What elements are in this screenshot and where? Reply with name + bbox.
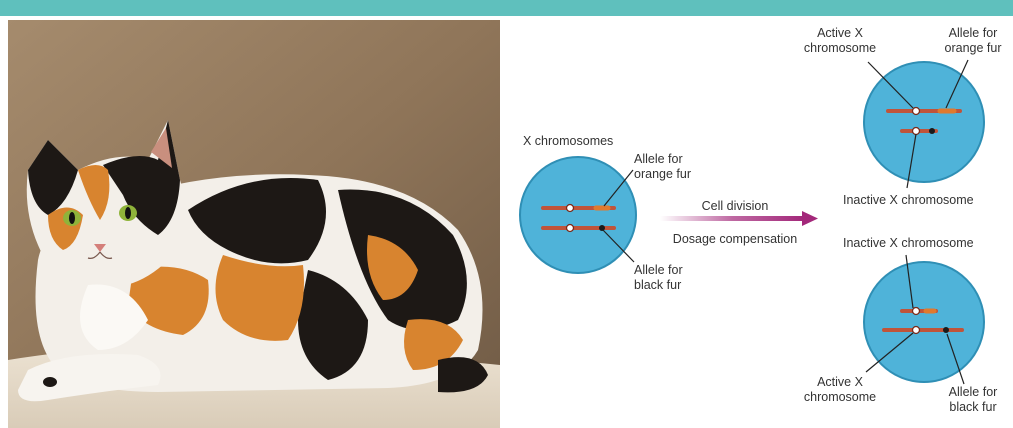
black-allele [943,327,949,333]
black-allele-label: Allele for black fur [634,263,683,293]
daughter-cell-bottom [864,255,984,384]
daughter-cell-bottom-body [864,262,984,382]
black-allele [929,128,935,134]
bottom-inactive-x-label: Inactive X chromosome [843,236,974,251]
centromere [567,225,574,232]
top-orange-allele-label: Allele for orange fur [935,26,1011,56]
bottom-active-x-label: Active X chromosome [800,375,880,405]
centromere [913,128,920,135]
orange-allele-label: Allele for orange fur [634,152,691,182]
top-active-x-label: Active X chromosome [800,26,880,56]
centromere [913,327,920,334]
black-allele [599,225,605,231]
daughter-cell-top-body [864,62,984,182]
daughter-cell-top [864,60,984,188]
centromere [913,308,920,315]
cell-division-label: Cell division [680,199,790,214]
parent-cell [520,157,636,273]
centromere [567,205,574,212]
dosage-compensation-label: Dosage compensation [655,232,815,247]
x-chromosomes-label: X chromosomes [523,134,613,149]
bottom-black-allele-label: Allele for black fur [935,385,1011,415]
arrow-shaft [660,216,804,221]
parent-cell-body [520,157,636,273]
centromere [913,108,920,115]
top-inactive-x-label: Inactive X chromosome [843,193,974,208]
arrow-head [802,211,818,226]
